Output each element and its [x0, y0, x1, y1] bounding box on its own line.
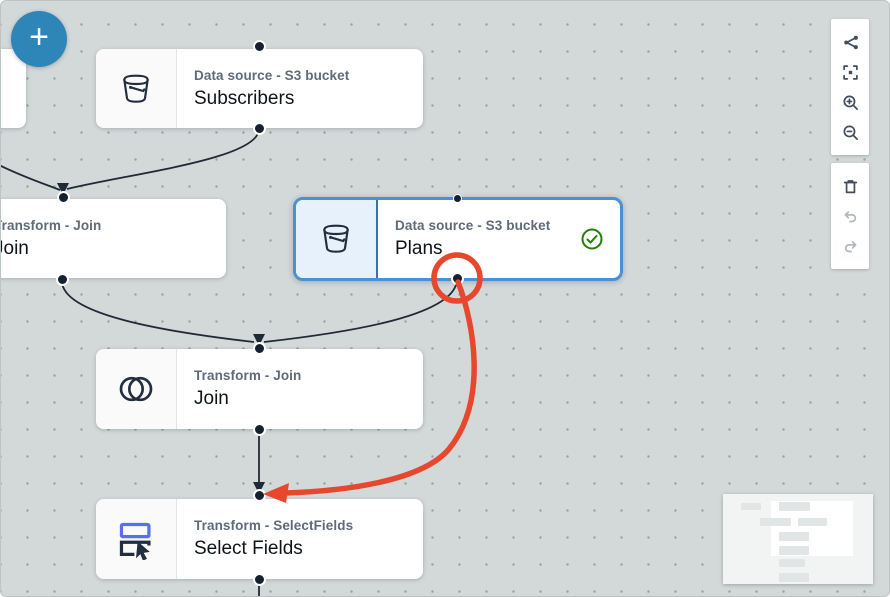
port-join-upper-input[interactable]	[56, 190, 70, 204]
node-join-lower[interactable]: Transform - Join Join	[96, 349, 423, 429]
port-subscribers-input[interactable]	[252, 39, 266, 53]
canvas-toolbar-top	[831, 19, 869, 155]
edge-join-upper-to-join-lower	[61, 280, 255, 343]
node-name: Subscribers	[194, 87, 295, 109]
fit-view-icon[interactable]	[831, 57, 869, 87]
zoom-out-icon[interactable]	[831, 117, 869, 147]
port-subscribers-output[interactable]	[252, 121, 266, 135]
zoom-in-icon[interactable]	[831, 87, 869, 117]
node-icon-box	[296, 200, 378, 278]
minimap-node	[779, 502, 810, 511]
node-type-label: Data source - S3 bucket	[194, 67, 350, 83]
node-icon-box	[96, 349, 177, 429]
s3-bucket-icon	[323, 224, 349, 253]
minimap-node	[779, 559, 805, 567]
node-subscribers[interactable]: Data source - S3 bucket Subscribers	[96, 49, 423, 128]
undo-icon[interactable]	[831, 201, 869, 231]
node-select-fields[interactable]: Transform - SelectFields Select Fields	[96, 499, 423, 579]
port-select-fields-output[interactable]	[252, 572, 266, 586]
join-icon	[119, 376, 153, 402]
port-plans-output[interactable]	[450, 271, 464, 285]
port-join-upper-output[interactable]	[55, 272, 69, 286]
partial-node[interactable]	[1, 49, 26, 128]
canvas-toolbar-bottom	[831, 163, 869, 269]
redo-icon[interactable]	[831, 231, 869, 261]
node-plans[interactable]: Data source - S3 bucket Plans	[293, 197, 623, 281]
minimap-node	[779, 532, 809, 541]
success-check-icon	[581, 228, 603, 250]
node-type-label: Data source - S3 bucket	[395, 218, 551, 233]
s3-bucket-icon	[123, 74, 149, 103]
minimap-node	[798, 518, 827, 526]
minimap-node	[760, 518, 791, 526]
minimap-node	[779, 573, 809, 582]
port-join-lower-input[interactable]	[252, 341, 266, 355]
port-join-lower-output[interactable]	[252, 422, 266, 436]
node-icon-box	[96, 499, 177, 579]
node-icon-box	[96, 49, 177, 128]
node-type-label: Transform - SelectFields	[194, 518, 354, 533]
node-type-label: Transform - Join	[194, 368, 302, 383]
minimap[interactable]	[723, 494, 873, 584]
share-icon[interactable]	[831, 27, 869, 57]
add-node-button[interactable]: +	[11, 11, 67, 67]
edge-offscreen-to-join-upper	[1, 164, 61, 191]
select-fields-icon	[119, 522, 151, 560]
edge-plans-to-join-lower	[263, 278, 458, 343]
trash-icon[interactable]	[831, 171, 869, 201]
node-name: Join	[194, 388, 229, 409]
minimap-node	[741, 503, 761, 510]
port-plans-input[interactable]	[452, 193, 462, 203]
node-name: Select Fields	[194, 538, 303, 559]
minimap-node	[779, 546, 809, 555]
node-name: Join	[1, 237, 29, 259]
edge-subscribers-to-join-upper	[66, 128, 260, 190]
node-type-label: Transform - Join	[0, 217, 102, 233]
node-join-upper[interactable]: Transform - Join Join	[0, 199, 226, 278]
port-select-fields-input[interactable]	[252, 488, 266, 502]
node-name: Plans	[395, 238, 443, 259]
